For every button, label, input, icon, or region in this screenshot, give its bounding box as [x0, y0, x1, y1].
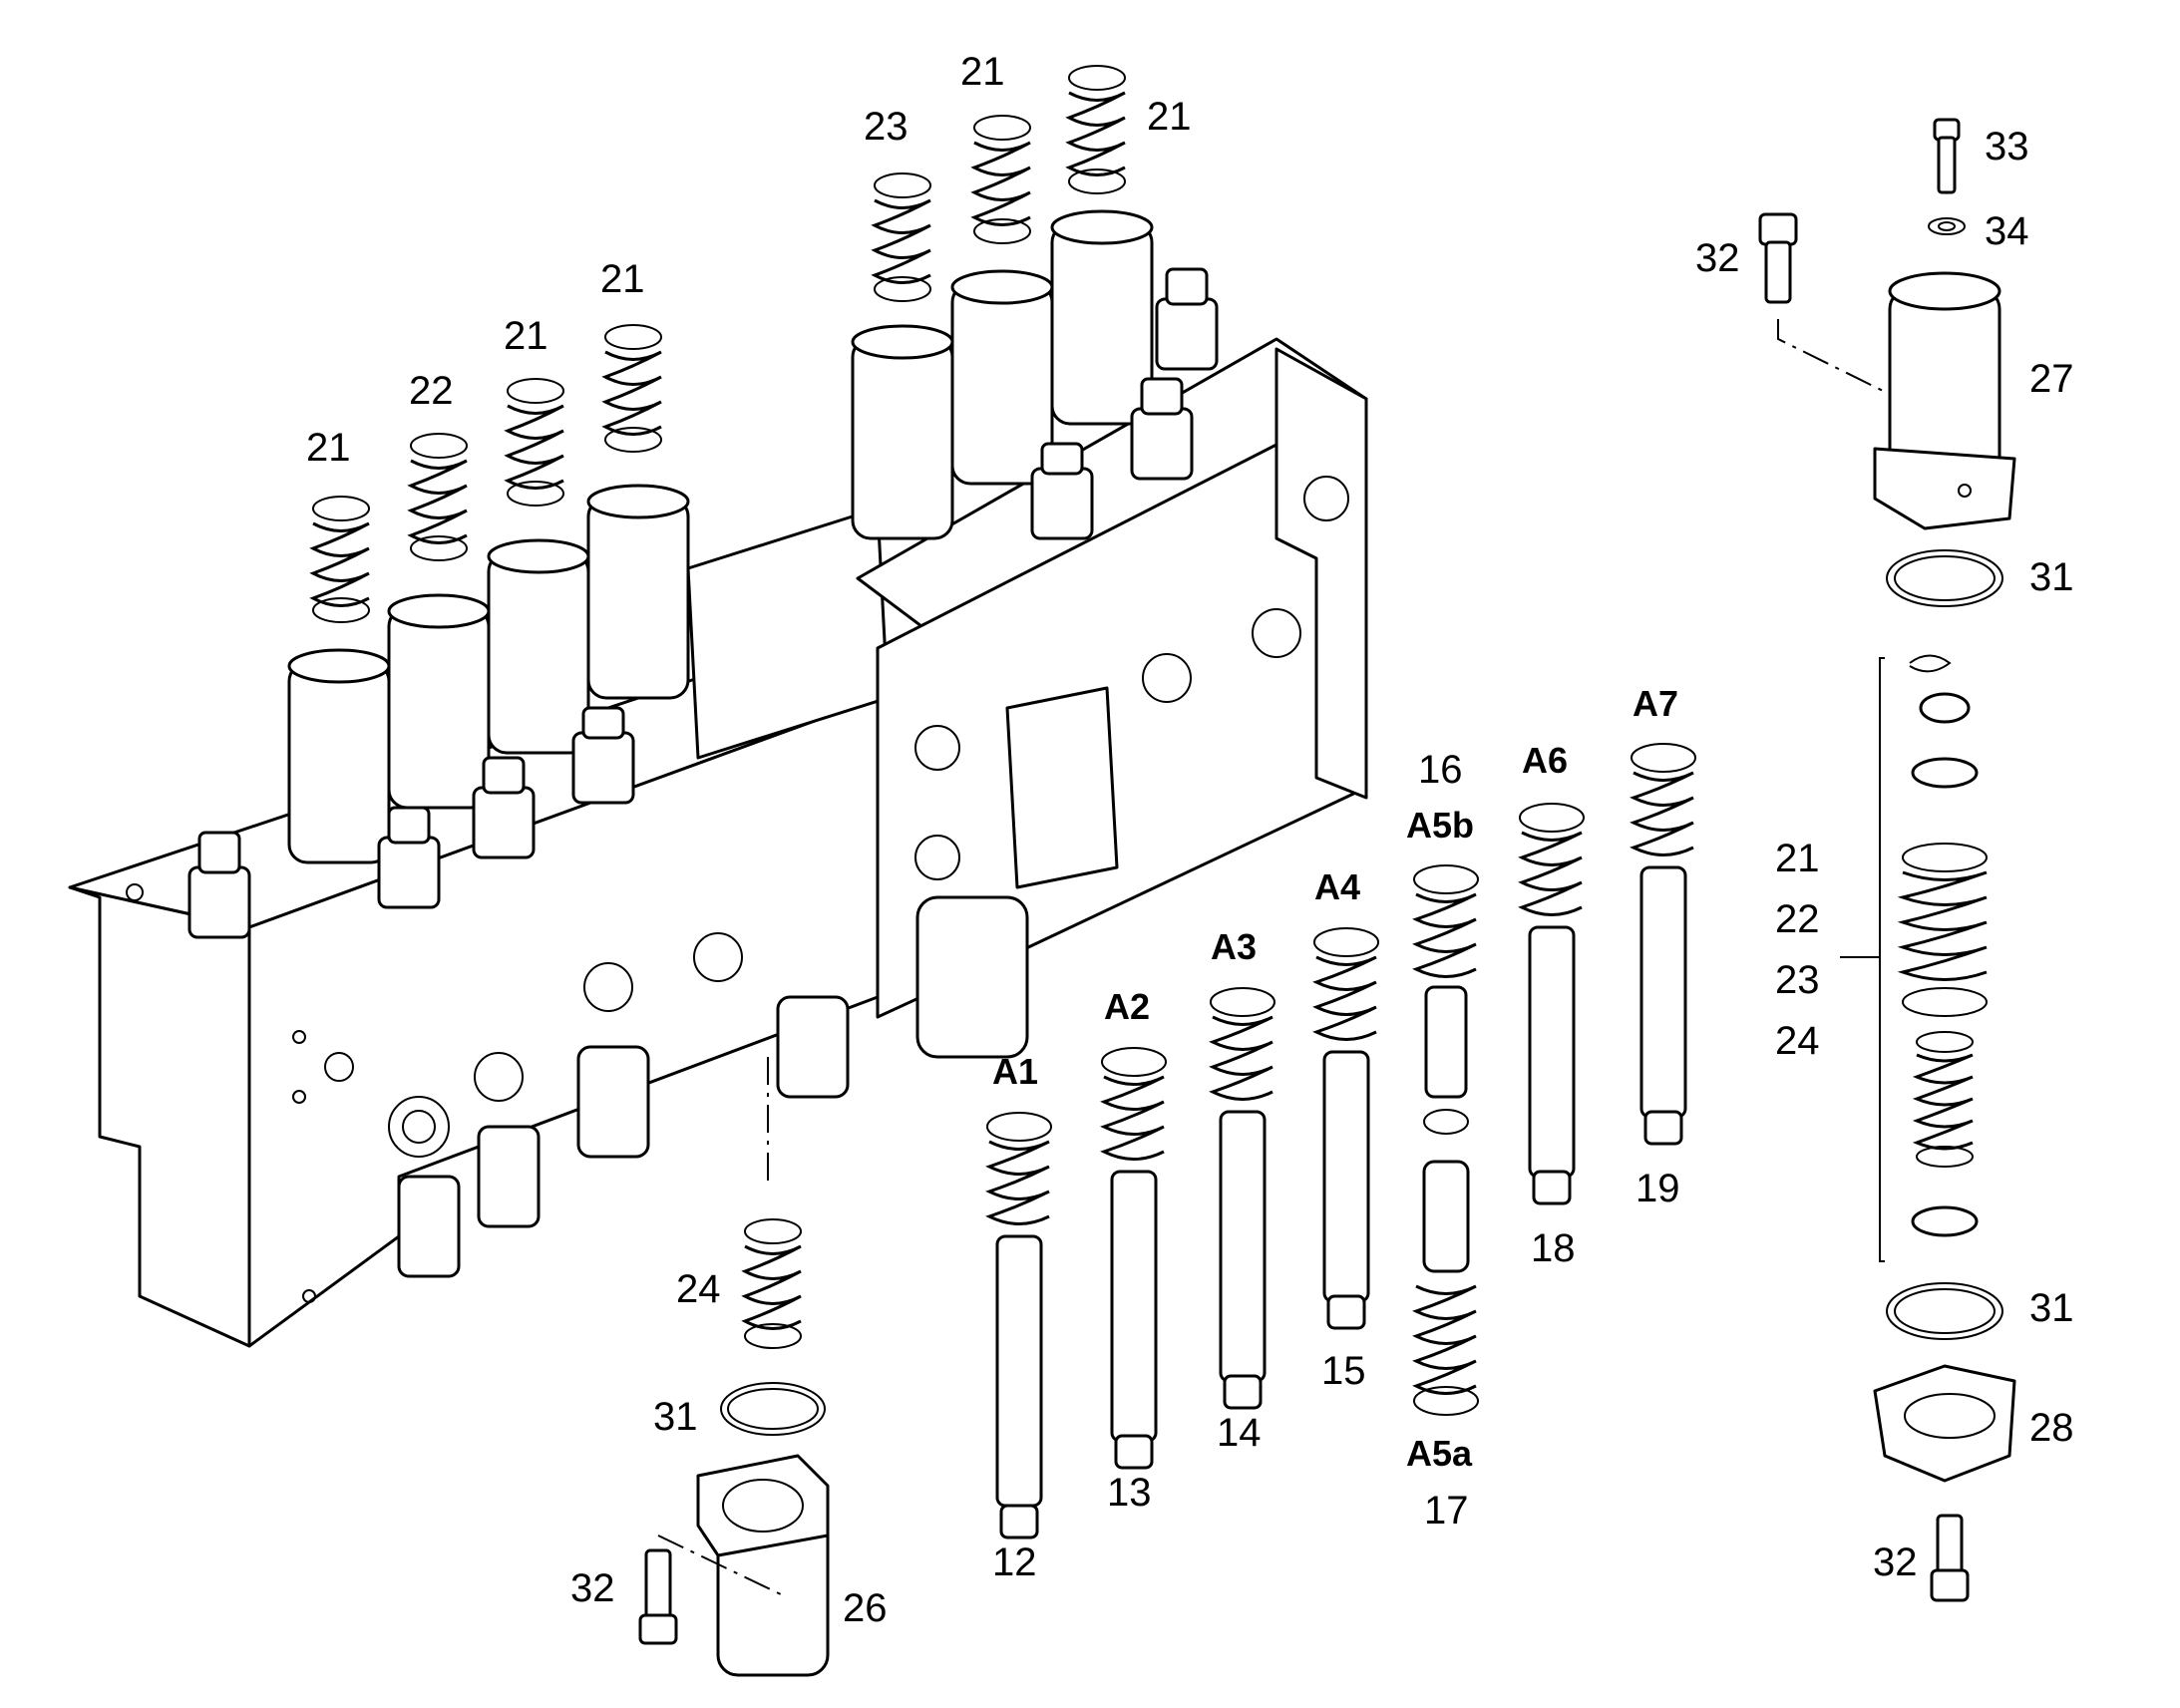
label-A4: A4 [1314, 866, 1360, 907]
hex-nut [377, 806, 441, 909]
spring [871, 172, 931, 302]
label-14: 14 [1217, 1411, 1262, 1455]
part-labels: 21 22 21 21 23 21 21 33 34 32 27 31 21 2… [306, 50, 2074, 1630]
spool-a7 [1630, 743, 1696, 1146]
spring [601, 324, 662, 453]
spring [1065, 65, 1126, 194]
spring [741, 1218, 802, 1349]
bolt-32-bottom [1930, 1514, 1970, 1602]
label-A5a: A5a [1406, 1433, 1473, 1474]
cap-lower [1911, 1205, 1979, 1237]
label-26: 26 [843, 1586, 888, 1630]
label-31: 31 [2029, 555, 2074, 599]
label-16: 16 [1418, 748, 1463, 792]
spring-small [1912, 1031, 1974, 1168]
label-21: 21 [306, 426, 351, 470]
solenoid [487, 538, 590, 755]
spool-valves [985, 743, 1696, 1539]
label-12: 12 [992, 1540, 1037, 1584]
spool-a5a [1412, 1160, 1479, 1416]
o-ring-31-top [1886, 549, 2003, 607]
label-24: 24 [676, 1267, 721, 1311]
hex-nut [571, 706, 635, 805]
cap [1911, 692, 1979, 789]
label-A7: A7 [1633, 683, 1678, 724]
solenoid [950, 269, 1054, 486]
solenoid-row [287, 209, 1154, 864]
label-A3: A3 [1211, 926, 1257, 967]
solenoid-27 [1873, 271, 2016, 530]
label-21: 21 [600, 257, 645, 301]
solenoid [387, 593, 491, 810]
spool-a5b [1412, 864, 1479, 1135]
spring [407, 433, 468, 561]
label-31: 31 [653, 1395, 698, 1439]
label-21: 21 [960, 50, 1005, 94]
spool-a4 [1312, 927, 1379, 1330]
spool-a2 [1100, 1047, 1167, 1470]
label-32: 32 [1873, 1540, 1918, 1584]
label-23: 23 [864, 105, 908, 149]
o-ring [720, 1382, 826, 1436]
bolt [638, 1548, 678, 1645]
housing-28 [1873, 1364, 2016, 1483]
bolt-33 [1933, 118, 1961, 194]
housing-26 [696, 1454, 830, 1677]
spring [309, 496, 370, 623]
label-15: 15 [1321, 1349, 1366, 1393]
spool-a6 [1518, 803, 1585, 1205]
spring [970, 115, 1031, 244]
hex-nuts [187, 267, 1219, 939]
label-19: 19 [1635, 1167, 1680, 1210]
hex-nut [472, 756, 536, 859]
label-32: 32 [1695, 236, 1740, 280]
label-A1: A1 [992, 1051, 1038, 1092]
label-18: 18 [1531, 1226, 1576, 1270]
o-ring-31-bottom [1886, 1282, 2003, 1340]
right-assembly [1758, 118, 2016, 1602]
clip [1909, 654, 1952, 673]
label-34: 34 [1985, 209, 2029, 253]
label-A2: A2 [1104, 986, 1150, 1027]
upper-springs [309, 65, 1126, 623]
bolt-32-top [1758, 212, 1798, 304]
label-17: 17 [1424, 1489, 1469, 1533]
label-22: 22 [1775, 897, 1820, 941]
hex-nut [1130, 377, 1194, 481]
solenoid [851, 324, 954, 540]
label-22: 22 [409, 369, 454, 413]
label-23: 23 [1775, 958, 1820, 1002]
valve-block [68, 337, 1368, 1348]
bracket-line [1879, 657, 1885, 1262]
solenoid [287, 648, 391, 864]
label-21: 21 [504, 314, 548, 358]
hex-nut [1155, 267, 1219, 371]
spool-a1 [985, 1112, 1052, 1539]
label-21: 21 [1147, 95, 1192, 139]
label-28: 28 [2029, 1406, 2074, 1450]
label-A6: A6 [1522, 740, 1568, 781]
label-21: 21 [1775, 837, 1820, 880]
label-33: 33 [1985, 125, 2029, 169]
solenoid [1050, 209, 1154, 426]
washer-34 [1928, 217, 1966, 235]
spring [504, 378, 564, 507]
label-24: 24 [1775, 1019, 1820, 1063]
label-13: 13 [1107, 1471, 1152, 1515]
label-31: 31 [2029, 1286, 2074, 1330]
solenoid [586, 484, 690, 700]
hex-nut [1030, 442, 1094, 540]
label-27: 27 [2029, 357, 2074, 401]
lower-left-assembly [638, 1057, 830, 1677]
label-A5b: A5b [1406, 805, 1474, 846]
spool-a3 [1209, 987, 1275, 1410]
hex-nut [187, 831, 251, 939]
spring-large [1897, 843, 1988, 1017]
label-32: 32 [570, 1566, 615, 1610]
